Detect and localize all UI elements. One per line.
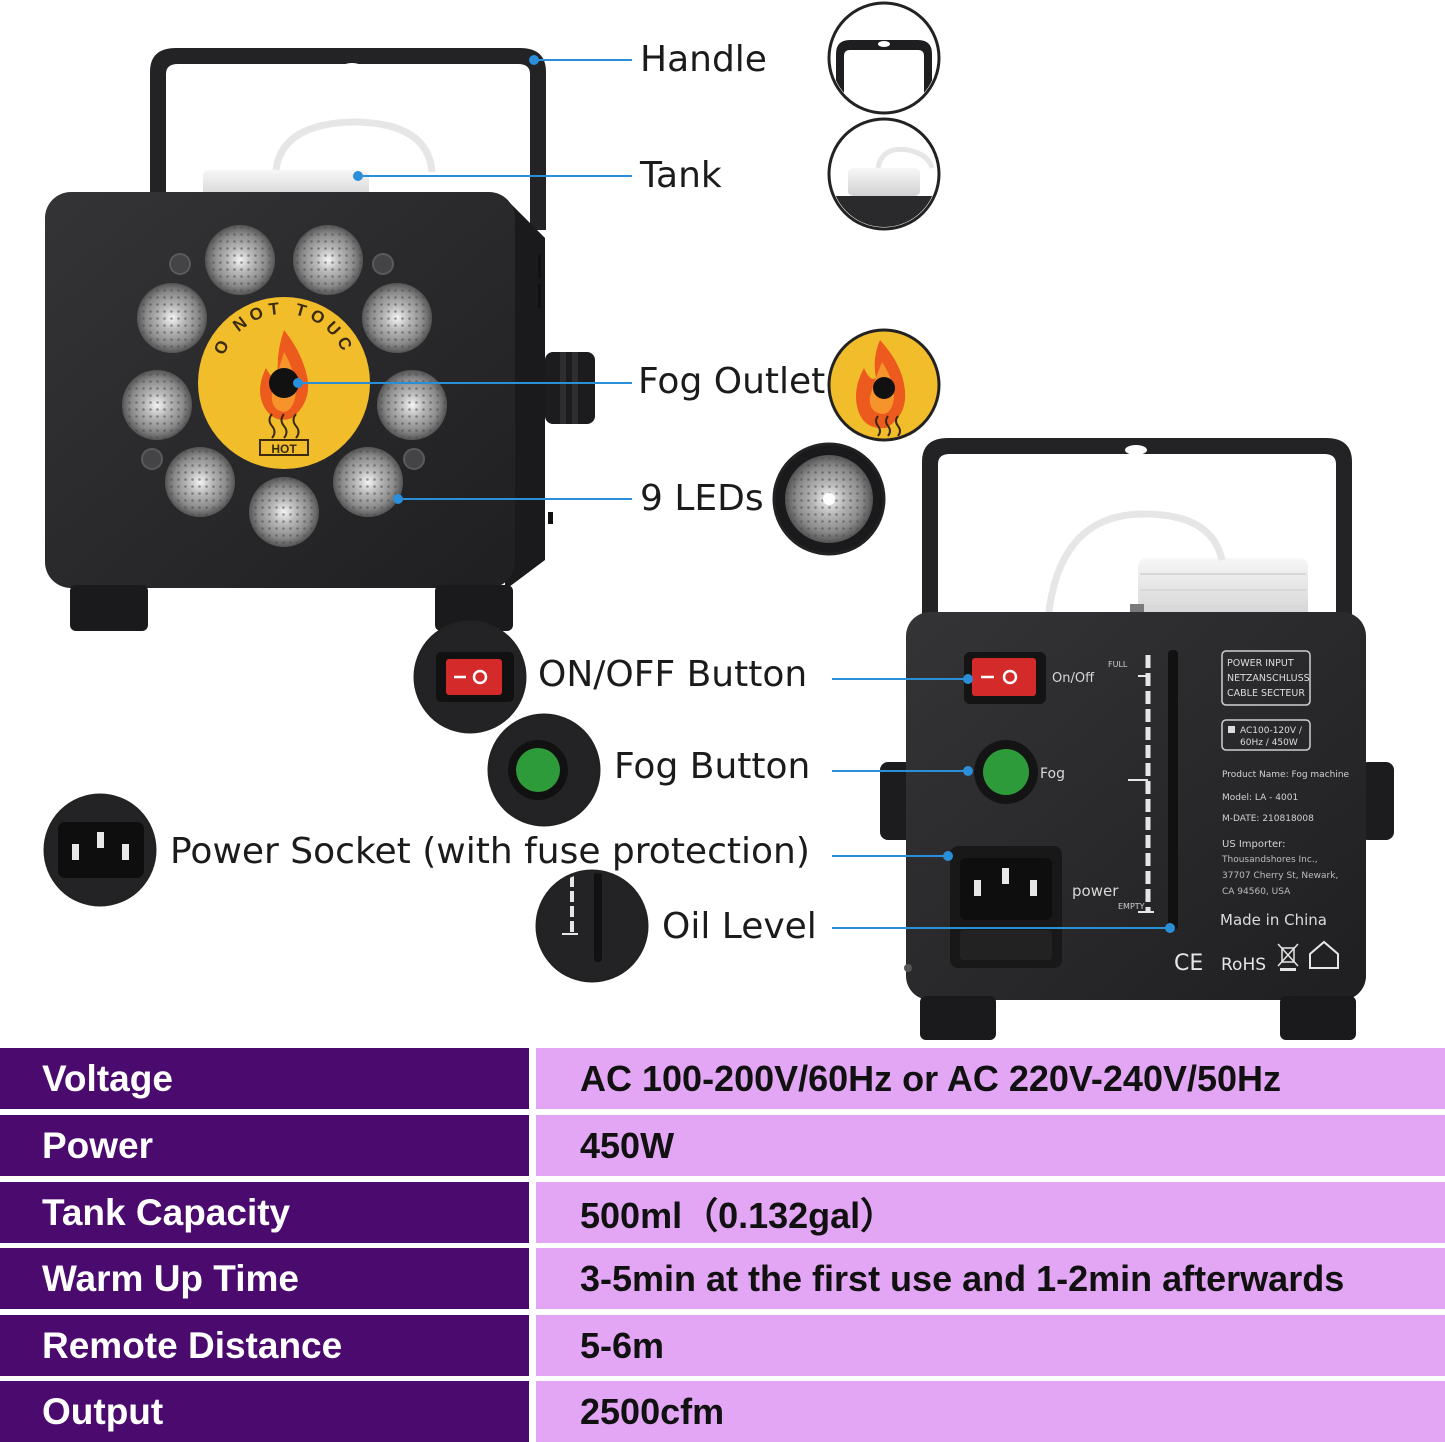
callout-lines bbox=[293, 55, 1175, 933]
spec-row: Warm Up Time 3-5min at the first use and… bbox=[0, 1248, 1445, 1309]
spec-value: 450W bbox=[536, 1115, 1445, 1176]
spec-row: Remote Distance 5-6m bbox=[0, 1315, 1445, 1376]
hot-label: HOT bbox=[271, 442, 297, 456]
spec-value: 3-5min at the first use and 1-2min after… bbox=[536, 1248, 1445, 1309]
spec-label: Power bbox=[0, 1115, 529, 1176]
weee-bin-icon bbox=[1277, 943, 1299, 971]
oil-level-detail-circle bbox=[535, 869, 649, 983]
spec-value: 5-6m bbox=[536, 1315, 1445, 1376]
power-input-box bbox=[1221, 650, 1311, 706]
callout-handle: Handle bbox=[640, 39, 767, 80]
fog-button-detail-circle bbox=[487, 713, 601, 827]
model-text: Model: LA - 4001 bbox=[1222, 793, 1298, 803]
power-input-line: NETZANSCHLUSS bbox=[1227, 673, 1310, 684]
spec-row: Power 450W bbox=[0, 1115, 1445, 1176]
importer-title: US Importer: bbox=[1222, 839, 1286, 850]
spec-value: AC 100-200V/60Hz or AC 220V-240V/50Hz bbox=[536, 1048, 1445, 1109]
back-on-off-label: On/Off bbox=[1052, 671, 1095, 686]
switch-detail-circle bbox=[413, 620, 527, 734]
callout-tank: Tank bbox=[640, 155, 722, 196]
fog-outlet-detail-circle bbox=[827, 328, 941, 442]
power-input-line: CABLE SECTEUR bbox=[1227, 688, 1305, 699]
callout-oil-level: Oil Level bbox=[662, 906, 817, 947]
spec-row: Output 2500cfm bbox=[0, 1381, 1445, 1442]
spec-label: Output bbox=[0, 1381, 529, 1442]
led-ring bbox=[122, 225, 447, 547]
rohs-mark: RoHS bbox=[1221, 955, 1266, 975]
home-use-icon bbox=[1309, 940, 1339, 969]
spec-value: 500ml（0.132gal） bbox=[536, 1182, 1445, 1243]
spec-table: Voltage AC 100-200V/60Hz or AC 220V-240V… bbox=[0, 1048, 1445, 1442]
back-machine: On/Off Fog power FULL EMPTY POWER INPUT bbox=[880, 438, 1394, 1040]
spec-value: 2500cfm bbox=[536, 1381, 1445, 1442]
spec-row: Tank Capacity 500ml（0.132gal） bbox=[0, 1182, 1445, 1243]
led-detail-circle bbox=[772, 442, 886, 556]
importer-line: Thousandshores Inc., bbox=[1221, 855, 1318, 865]
made-in-text: Made in China bbox=[1220, 911, 1327, 929]
callout-power-socket: Power Socket (with fuse protection) bbox=[170, 831, 810, 872]
importer-line: 37707 Cherry St, Newark, bbox=[1222, 871, 1338, 881]
importer-line: CA 94560, USA bbox=[1222, 887, 1291, 897]
back-power-label: power bbox=[1072, 882, 1119, 900]
power-input-line: POWER INPUT bbox=[1227, 658, 1294, 669]
rating-line: 60Hz / 450W bbox=[1240, 738, 1298, 748]
callout-fog-outlet: Fog Outlet bbox=[638, 361, 826, 402]
ce-mark: CE bbox=[1174, 951, 1203, 976]
socket-detail-circle bbox=[43, 793, 157, 907]
rating-box bbox=[1221, 719, 1311, 751]
rating-line: AC100-120V / bbox=[1240, 726, 1303, 736]
callout-fog-button: Fog Button bbox=[614, 746, 811, 787]
mdate-text: M-DATE: 210818008 bbox=[1222, 814, 1314, 824]
tank-detail-circle bbox=[827, 117, 941, 231]
spec-label: Remote Distance bbox=[0, 1315, 529, 1376]
callout-leds: 9 LEDs bbox=[640, 478, 764, 519]
spec-row: Voltage AC 100-200V/60Hz or AC 220V-240V… bbox=[0, 1048, 1445, 1109]
oil-full-label: FULL bbox=[1108, 660, 1128, 669]
oil-empty-label: EMPTY bbox=[1118, 902, 1145, 911]
spec-label: Tank Capacity bbox=[0, 1182, 529, 1243]
spec-label: Warm Up Time bbox=[0, 1248, 529, 1309]
product-name-text: Product Name: Fog machine bbox=[1222, 770, 1350, 780]
spec-label: Voltage bbox=[0, 1048, 529, 1109]
callout-on-off-button: ON/OFF Button bbox=[538, 654, 808, 695]
back-fog-label: Fog bbox=[1040, 766, 1065, 782]
oil-level-window bbox=[1168, 650, 1178, 930]
handle-detail-circle bbox=[827, 1, 941, 115]
